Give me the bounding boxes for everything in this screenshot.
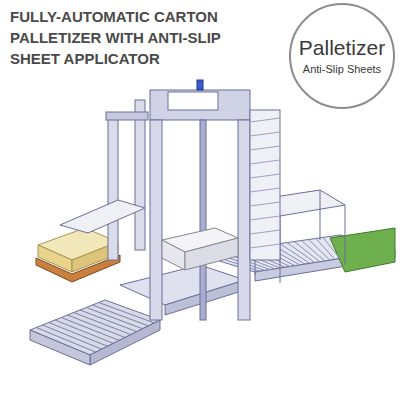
roller-stroke [250,188,280,192]
roller-stroke [323,237,340,259]
roller-stroke [250,132,280,136]
layer-magazine [250,110,280,260]
roller-stroke [250,160,280,164]
roller-stroke [250,244,280,248]
roller-stroke [250,216,280,220]
beacon [197,80,203,90]
sheet-gantry [108,115,118,260]
roller-stroke [250,146,280,150]
badge-circle: PalletizerAnti-Slip Sheets [289,3,395,109]
tower-head [150,90,250,120]
roller-stroke [36,328,96,353]
roller-stroke [49,323,108,347]
roller-stroke [61,318,119,341]
roller-stroke [250,202,280,206]
roller-stroke [294,241,320,262]
carton-layer [162,240,185,270]
roller-stroke [55,320,113,343]
roller-stroke [99,303,154,323]
tower-column [150,120,162,320]
transfer-conveyor [120,265,245,305]
roller-stroke [279,243,310,263]
roller-stroke [86,308,142,329]
roller-stroke [93,305,149,326]
roller-stroke [250,118,280,122]
roller-stroke [43,325,102,349]
roller-stroke [250,174,280,178]
badge-title: Palletizer [299,36,385,60]
green-conveyor [330,228,395,272]
badge-subtitle: Anti-Slip Sheets [303,62,381,76]
roller-stroke [287,242,315,262]
heading: FULLY-AUTOMATIC CARTON PALLETIZER WITH A… [10,6,265,69]
roller-stroke [250,230,280,234]
